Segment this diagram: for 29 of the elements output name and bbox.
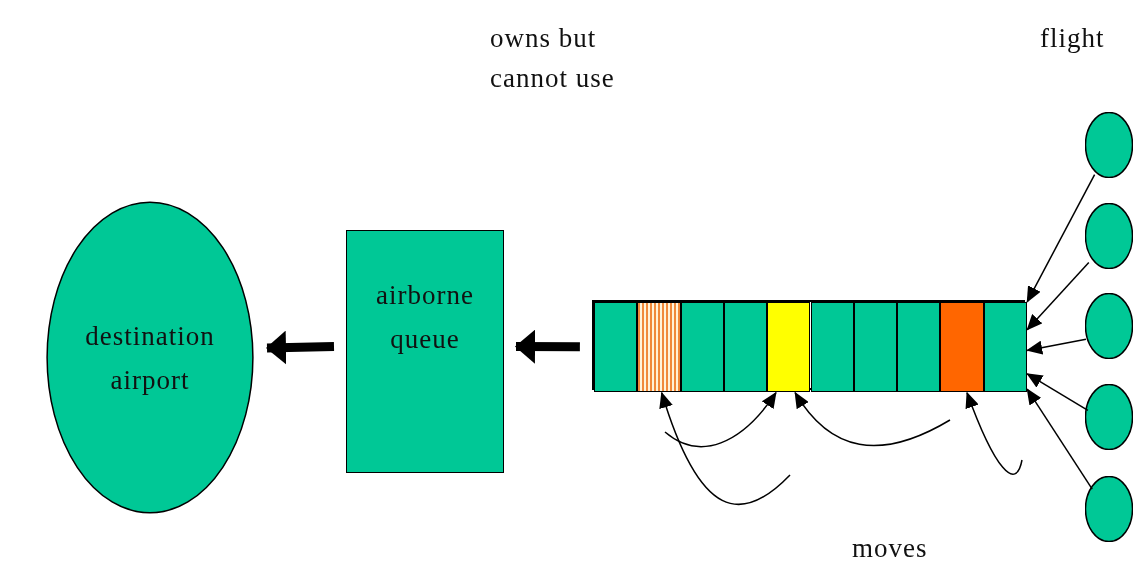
slot-cell: [767, 302, 811, 392]
arrow: [1026, 388, 1093, 490]
arrow: [1026, 173, 1096, 303]
slot-bar: [592, 300, 1025, 390]
note-text: moves: [852, 532, 929, 565]
arrow: [1026, 373, 1089, 412]
arrow: [664, 391, 777, 448]
arrow: [965, 391, 1023, 475]
slot-cell: [940, 302, 984, 392]
note-text: flight: [1040, 22, 1106, 55]
slot-cell: [680, 302, 724, 392]
queue-box: [346, 230, 504, 473]
note-text: owns but cannot use: [490, 22, 616, 95]
slot-cell: [897, 302, 941, 392]
slot-cell: [594, 302, 638, 392]
arrow: [1026, 261, 1090, 331]
arrow: [1026, 338, 1087, 355]
slot-cell: [637, 302, 681, 392]
slot-cell: [723, 302, 768, 392]
node-label: destination airport: [84, 319, 216, 397]
arrow: [266, 330, 335, 365]
arrow: [794, 391, 951, 447]
slot-cell: [853, 302, 898, 392]
arrow: [659, 391, 791, 505]
slot-cell: [810, 302, 854, 392]
airport-ellipse: [45, 200, 255, 515]
node-label: airborne queue: [375, 278, 475, 356]
arrow: [515, 329, 580, 364]
slot-cell: [983, 302, 1027, 392]
